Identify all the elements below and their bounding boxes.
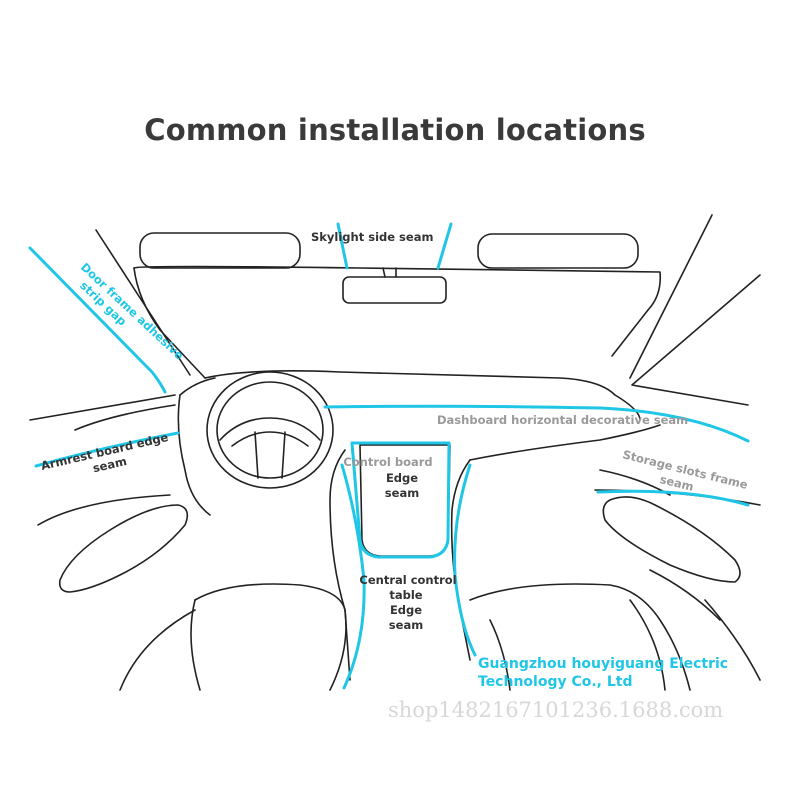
- storage-strip: [596, 489, 750, 507]
- company-name: Guangzhou houyiguang Electric Technology…: [478, 656, 728, 690]
- central-right-strip: [453, 463, 477, 657]
- armrest-strip: [34, 431, 180, 468]
- control-board-strip: [350, 441, 451, 559]
- door-frame-strip: [28, 246, 167, 394]
- label-control-board: Control board Edge seam: [343, 455, 432, 500]
- central-left-strip: [340, 463, 366, 690]
- label-armrest: Armrest board edge seam: [40, 430, 170, 475]
- page-title: Common installation locations: [144, 113, 646, 147]
- car-outline: [29, 214, 761, 691]
- svg-text:Edge: Edge: [390, 603, 422, 617]
- label-door-frame: Door frame adhesive strip gap: [77, 260, 186, 363]
- svg-text:Control board: Control board: [343, 455, 432, 469]
- watermark: shop1482167101236.1688.com: [388, 698, 723, 722]
- label-dashboard: Dashboard horizontal decorative seam: [437, 413, 688, 427]
- svg-text:Edge: Edge: [386, 471, 418, 485]
- led-strips: [28, 222, 750, 690]
- svg-text:Technology Co., Ltd: Technology Co., Ltd: [478, 674, 633, 690]
- svg-text:seam: seam: [385, 486, 419, 500]
- skylight-strip-left: [336, 222, 349, 270]
- svg-text:Central control: Central control: [359, 573, 456, 587]
- svg-text:Guangzhou houyiguang Electric: Guangzhou houyiguang Electric: [478, 656, 728, 672]
- skylight-strip-right: [436, 222, 453, 270]
- svg-text:seam: seam: [389, 618, 423, 632]
- label-central: Central control table Edge seam: [359, 573, 456, 632]
- svg-text:table: table: [389, 588, 422, 602]
- label-skylight: Skylight side seam: [311, 230, 433, 244]
- dashboard-strip: [323, 404, 750, 443]
